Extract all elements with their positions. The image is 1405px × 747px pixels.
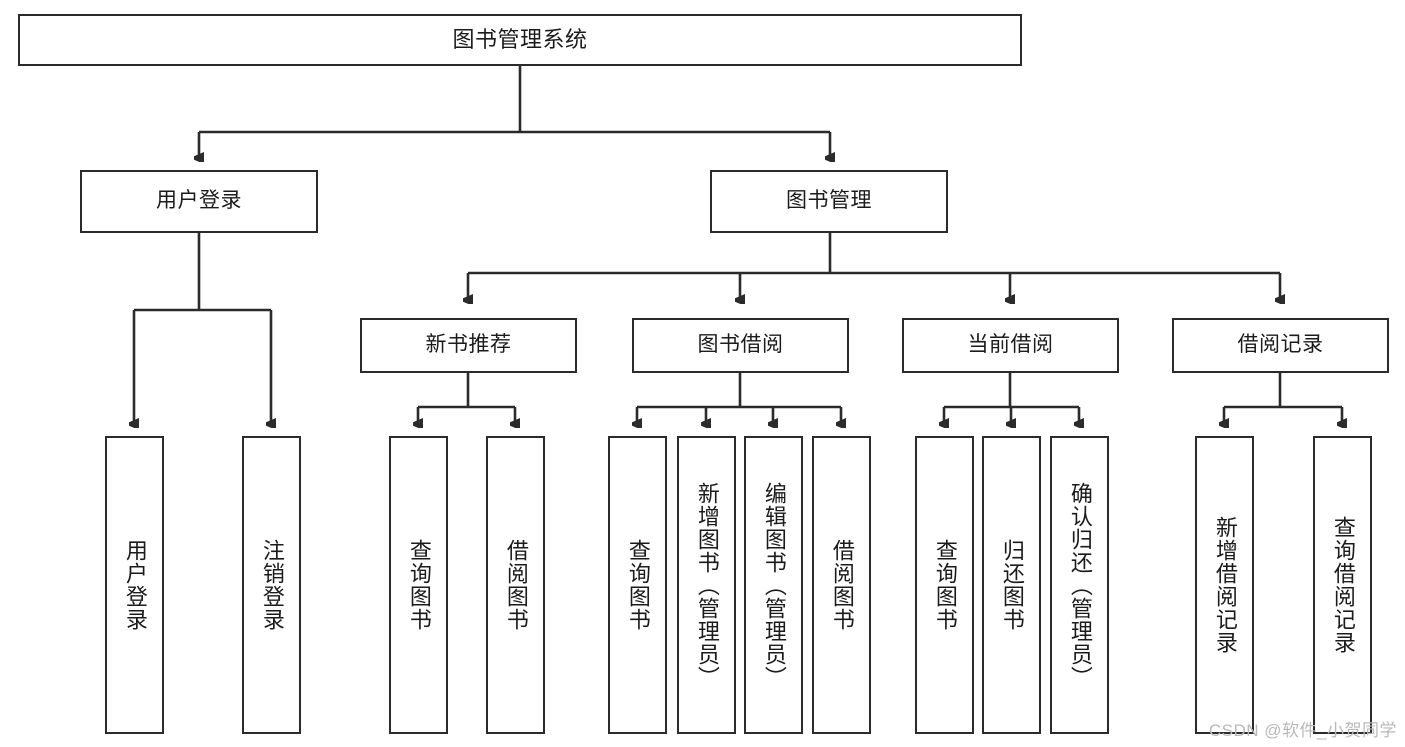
leaf-add-book-label: 新增图书（管理员） [694,481,720,689]
leaf-query-book-2-label: 查询图书 [625,539,651,631]
leaf-add-record[interactable]: 新增借阅记录 [1195,436,1254,734]
leaf-query-book-3[interactable]: 查询图书 [915,436,974,734]
leaf-confirm-return[interactable]: 确认归还（管理员） [1050,436,1109,734]
leaf-query-record-label: 查询借阅记录 [1330,516,1356,654]
leaf-borrow-book-1-label: 借阅图书 [503,539,529,631]
leaf-add-record-label: 新增借阅记录 [1212,516,1238,654]
node-root[interactable]: 图书管理系统 [18,14,1022,66]
leaf-user-login[interactable]: 用户登录 [105,436,164,734]
leaf-logout-login[interactable]: 注销登录 [242,436,301,734]
leaf-edit-book-label: 编辑图书（管理员） [761,481,787,689]
leaf-query-book-1-label: 查询图书 [406,539,432,631]
node-borrow-record[interactable]: 借阅记录 [1172,318,1389,373]
leaf-add-book[interactable]: 新增图书（管理员） [677,436,736,734]
leaf-query-record[interactable]: 查询借阅记录 [1313,436,1372,734]
leaf-return-book[interactable]: 归还图书 [982,436,1041,734]
leaf-borrow-book-2-label: 借阅图书 [829,539,855,631]
leaf-return-book-label: 归还图书 [999,539,1025,631]
leaf-user-login-label: 用户登录 [122,539,148,631]
node-book-borrow[interactable]: 图书借阅 [632,318,849,373]
node-root-label: 图书管理系统 [452,27,588,53]
leaf-edit-book[interactable]: 编辑图书（管理员） [744,436,803,734]
node-user-login-label: 用户登录 [156,189,242,213]
node-borrow-record-label: 借阅记录 [1237,333,1324,357]
leaf-confirm-return-label: 确认归还（管理员） [1067,481,1093,689]
leaf-borrow-book-1[interactable]: 借阅图书 [486,436,545,734]
node-current-borrow[interactable]: 当前借阅 [902,318,1119,373]
leaf-borrow-book-2[interactable]: 借阅图书 [812,436,871,734]
leaf-query-book-2[interactable]: 查询图书 [608,436,667,734]
watermark: CSDN @软件_小贺同学 [1208,721,1397,740]
node-book-borrow-label: 图书借阅 [697,333,784,357]
leaf-query-book-1[interactable]: 查询图书 [389,436,448,734]
node-current-borrow-label: 当前借阅 [967,333,1054,357]
node-book-management-label: 图书管理 [786,189,872,213]
leaf-query-book-3-label: 查询图书 [932,539,958,631]
node-new-book-recommend-label: 新书推荐 [425,333,512,357]
node-user-login[interactable]: 用户登录 [80,170,318,233]
node-new-book-recommend[interactable]: 新书推荐 [360,318,577,373]
leaf-logout-login-label: 注销登录 [259,539,285,631]
node-book-management[interactable]: 图书管理 [710,170,948,233]
